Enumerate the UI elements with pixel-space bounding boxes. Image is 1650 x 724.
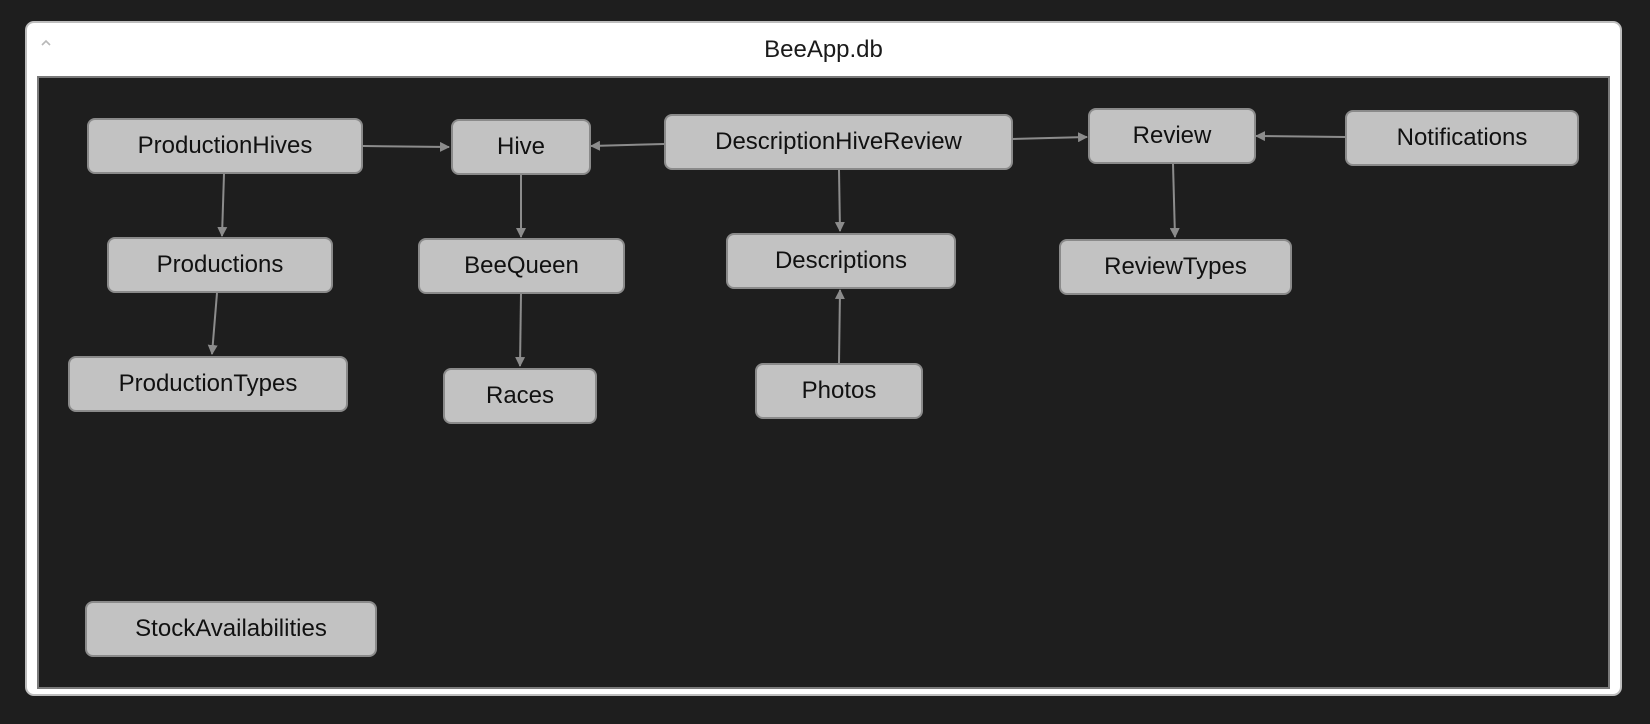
node-productions[interactable]: Productions [107,237,333,293]
node-description-hive-review[interactable]: DescriptionHiveReview [664,114,1013,170]
node-hive[interactable]: Hive [451,119,591,175]
node-bee-queen[interactable]: BeeQueen [418,238,625,294]
node-races[interactable]: Races [443,368,597,424]
window-titlebar: BeeApp.db [27,23,1620,75]
chevron-up-icon[interactable] [38,35,54,51]
window-title: BeeApp.db [764,36,883,63]
node-stock-availabilities[interactable]: StockAvailabilities [85,601,377,657]
node-notifications[interactable]: Notifications [1345,110,1579,166]
node-review-types[interactable]: ReviewTypes [1059,239,1292,295]
node-photos[interactable]: Photos [755,363,923,419]
node-descriptions[interactable]: Descriptions [726,233,956,289]
node-review[interactable]: Review [1088,108,1256,164]
node-production-hives[interactable]: ProductionHives [87,118,363,174]
node-production-types[interactable]: ProductionTypes [68,356,348,412]
